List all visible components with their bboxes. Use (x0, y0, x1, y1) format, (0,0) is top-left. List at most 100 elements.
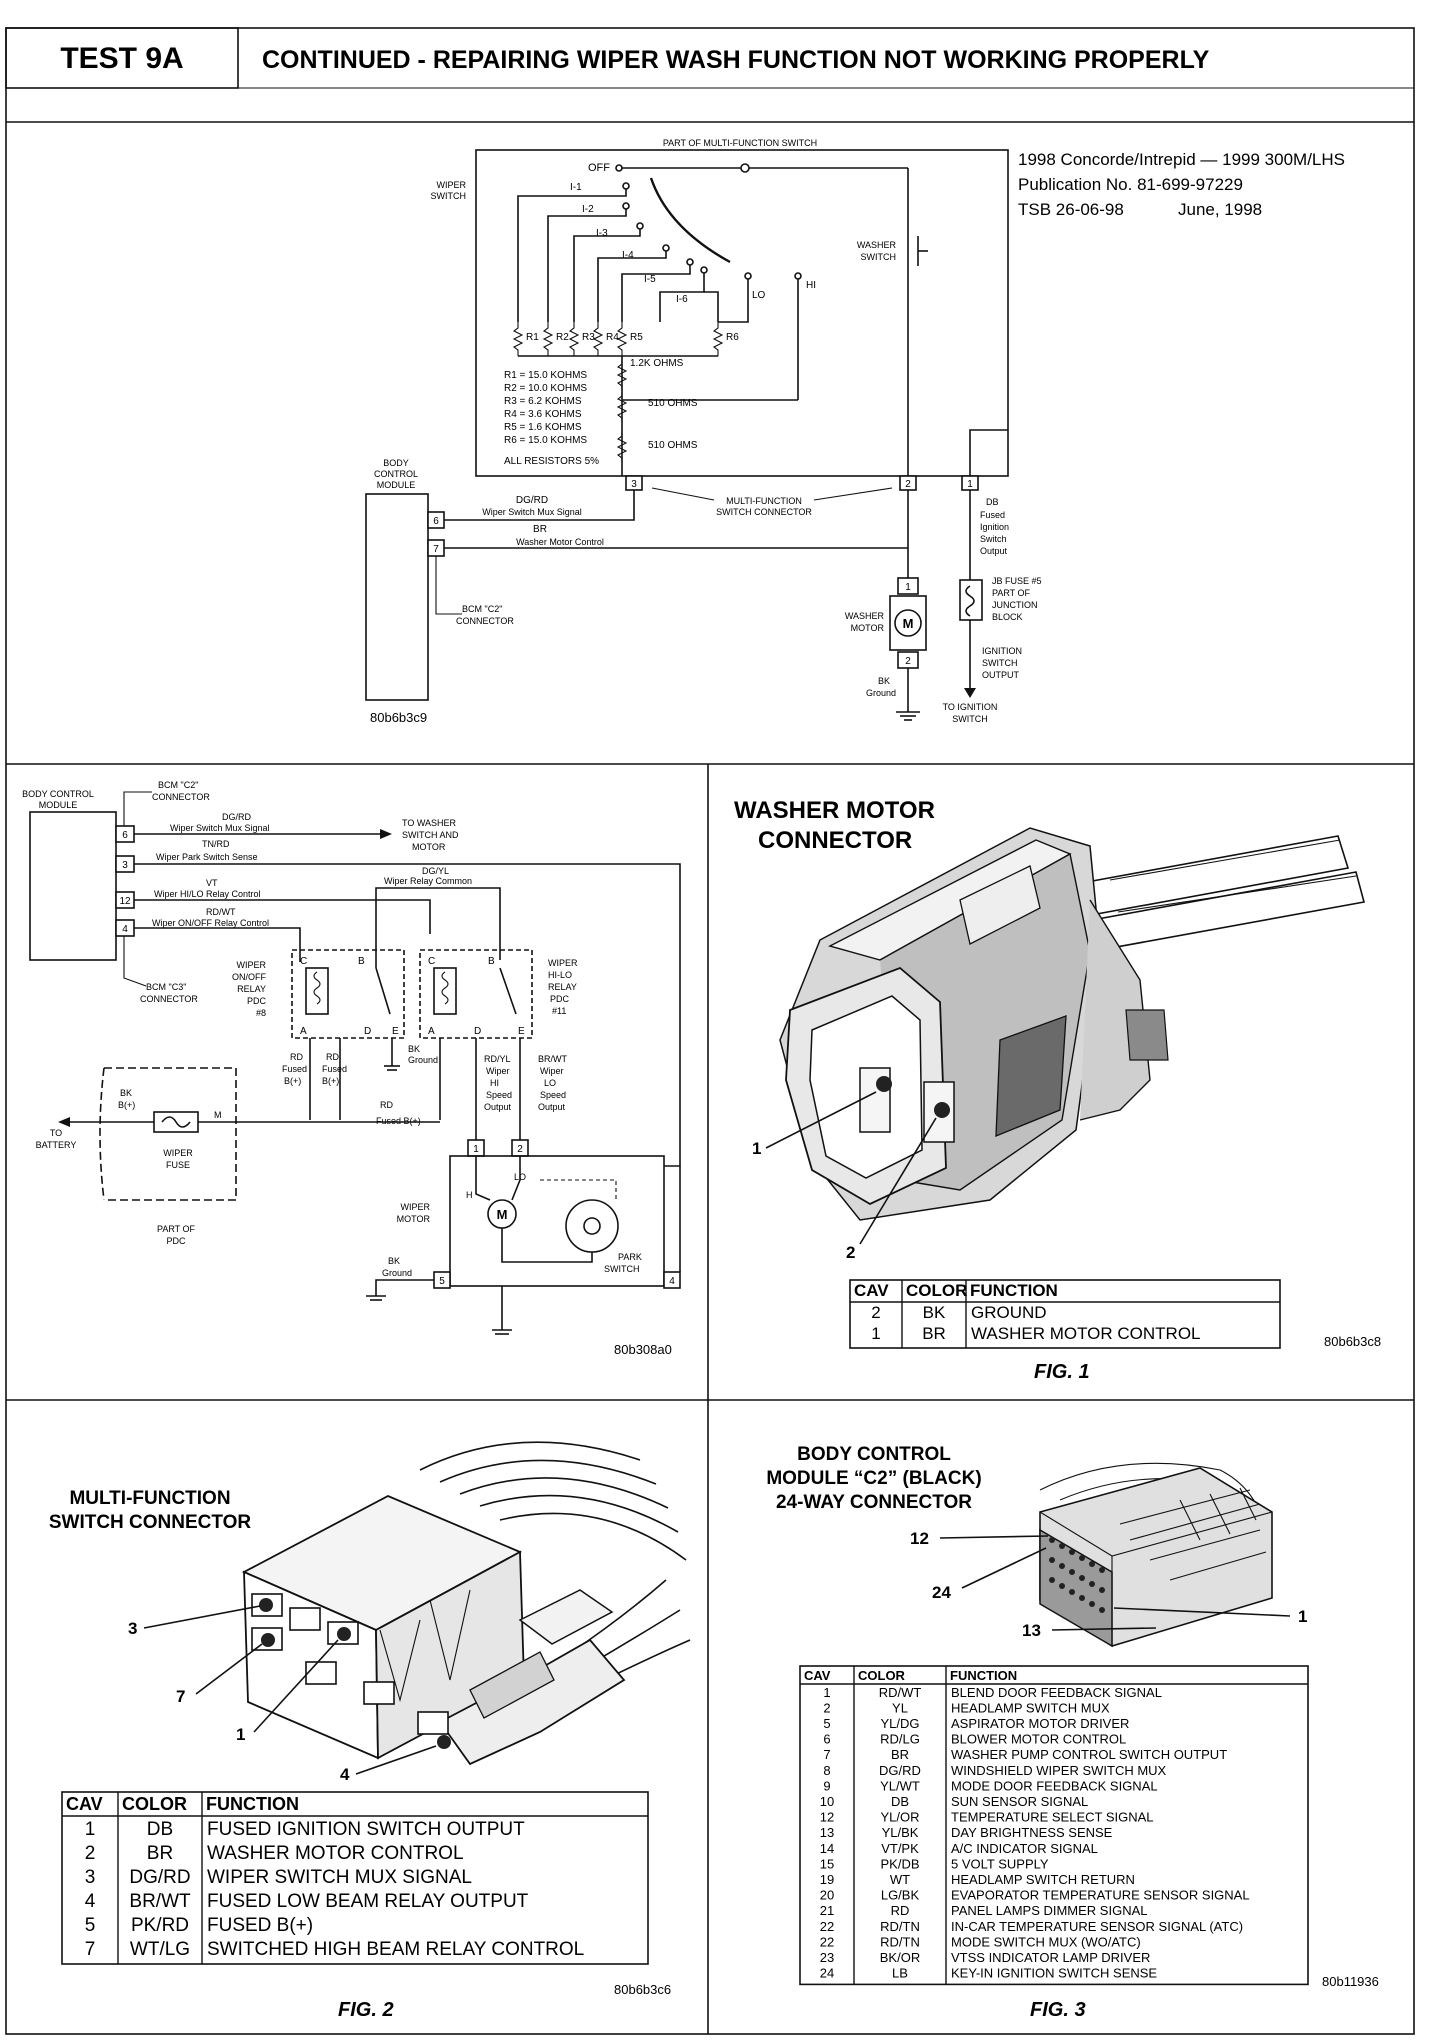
fig2-cell-color: WT/LG (130, 1939, 190, 1960)
resistor-ladder: R1 R2 R3 R4 R5 R6 1.2K OHMS 510 OHMS 510… (512, 306, 799, 476)
fig3-cell-cav: 21 (820, 1903, 834, 1918)
svg-text:RD: RD (290, 1052, 303, 1062)
fig3-cell-cav: 20 (820, 1888, 834, 1903)
svg-text:80b6b3c9: 80b6b3c9 (370, 710, 427, 725)
fig3-cell-color: YL/OR (880, 1810, 919, 1825)
fused-ignition-label: DB Fused Ignition Switch Output (980, 497, 1009, 556)
svg-text:R5 = 1.6 KOHMS: R5 = 1.6 KOHMS (504, 422, 582, 433)
svg-text:BR/WT: BR/WT (538, 1054, 567, 1064)
fig3-cell-color: WT (890, 1872, 910, 1887)
fig3-cell-color: PK/DB (880, 1856, 919, 1871)
svg-text:RELAY: RELAY (237, 984, 266, 994)
svg-text:B(+): B(+) (118, 1100, 135, 1110)
fig3-column-header: FUNCTION (950, 1668, 1017, 1683)
svg-text:BR: BR (533, 524, 547, 535)
wiper-wash-schematic: 1998 Concorde/Intrepid — 1999 300M/LHS P… (365, 138, 1345, 725)
fig3-cell-function: MODE DOOR FEEDBACK SIGNAL (951, 1778, 1158, 1793)
svg-text:CONTROL: CONTROL (374, 469, 418, 479)
fig2-cell-cav: 3 (85, 1867, 96, 1888)
fig3-cell-color: RD/LG (880, 1732, 920, 1747)
svg-text:SWITCH CONNECTOR: SWITCH CONNECTOR (716, 507, 812, 517)
fig3-cell-function: 5 VOLT SUPPLY (951, 1856, 1049, 1871)
svg-text:M: M (903, 616, 914, 631)
svg-text:BK: BK (388, 1256, 400, 1266)
fig3-cell-function: DAY BRIGHTNESS SENSE (951, 1825, 1113, 1840)
svg-text:R4: R4 (606, 332, 619, 343)
svg-text:R3 = 6.2 KOHMS: R3 = 6.2 KOHMS (504, 396, 582, 407)
fig2-column-header: CAV (66, 1794, 103, 1814)
svg-text:TN/RD: TN/RD (202, 839, 230, 849)
svg-text:TO: TO (50, 1128, 62, 1138)
fig3-bcm-c2-connector: BODY CONTROL MODULE “C2” (BLACK) 24-WAY … (766, 1444, 1379, 2021)
fig1-title-line1: WASHER MOTOR (734, 797, 935, 824)
wiper-relay-schematic: BODY CONTROL MODULE BCM "C2" CONNECTOR 6… (22, 780, 681, 1357)
svg-text:510 OHMS: 510 OHMS (648, 440, 698, 451)
svg-text:BCM "C2": BCM "C2" (158, 780, 198, 790)
fig3-title-line2: MODULE “C2” (BLACK) (766, 1468, 981, 1489)
fig3-callout-1: 1 (1298, 1607, 1307, 1626)
svg-text:Fused: Fused (282, 1064, 307, 1074)
svg-text:Output: Output (484, 1102, 512, 1112)
fig1-column-header: CAV (854, 1281, 889, 1300)
svg-text:R1 = 15.0 KOHMS: R1 = 15.0 KOHMS (504, 370, 587, 381)
svg-text:R5: R5 (630, 332, 643, 343)
fig3-cell-function: BLEND DOOR FEEDBACK SIGNAL (951, 1685, 1162, 1700)
svg-text:I-3: I-3 (596, 228, 608, 239)
svg-text:3: 3 (122, 860, 128, 871)
fig3-cell-color: RD (891, 1903, 910, 1918)
svg-text:WASHER: WASHER (845, 611, 885, 621)
fig3-cell-color: RD/WT (879, 1685, 922, 1700)
fig3-cell-color: YL (892, 1700, 908, 1715)
fig3-cell-color: RD/TN (880, 1934, 920, 1949)
fig3-column-header: CAV (804, 1668, 831, 1683)
svg-text:Fused: Fused (322, 1064, 347, 1074)
svg-text:Wiper Park Switch Sense: Wiper Park Switch Sense (156, 852, 258, 862)
fig2-cell-function: FUSED B(+) (207, 1915, 313, 1936)
svg-text:6: 6 (433, 516, 439, 527)
svg-text:Speed: Speed (540, 1090, 566, 1100)
svg-text:Fused B(+): Fused B(+) (376, 1116, 421, 1126)
wiper-on-off-relay: WIPER ON/OFF RELAY PDC #8 C B A D E (232, 949, 405, 1039)
svg-text:MOTOR: MOTOR (851, 623, 885, 633)
header: TEST 9A CONTINUED - REPAIRING WIPER WASH… (5, 27, 1414, 89)
svg-text:Output: Output (538, 1102, 566, 1112)
fig3-column-header: COLOR (858, 1668, 906, 1683)
fig2-cell-color: DB (147, 1819, 173, 1840)
svg-text:5: 5 (439, 1276, 445, 1287)
svg-text:SWITCH: SWITCH (861, 252, 897, 262)
svg-text:MOTOR: MOTOR (397, 1214, 431, 1224)
test-id: TEST 9A (60, 42, 183, 75)
fig3-cell-color: DB (891, 1794, 909, 1809)
svg-text:PDC: PDC (247, 996, 267, 1006)
svg-text:80b11936: 80b11936 (1322, 1974, 1379, 1989)
svg-text:A: A (300, 1026, 307, 1037)
fig3-cell-function: BLOWER MOTOR CONTROL (951, 1732, 1126, 1747)
svg-text:BK: BK (120, 1088, 132, 1098)
fig3-title-line3: 24-WAY CONNECTOR (776, 1492, 972, 1513)
fig3-cell-color: VT/PK (881, 1841, 919, 1856)
svg-text:PARK: PARK (618, 1252, 642, 1262)
svg-text:BATTERY: BATTERY (36, 1140, 77, 1150)
svg-text:BCM "C3": BCM "C3" (146, 982, 186, 992)
fig2-callout-1: 1 (236, 1725, 245, 1744)
svg-text:4: 4 (122, 924, 128, 935)
svg-text:Speed: Speed (486, 1090, 512, 1100)
svg-text:D: D (364, 1026, 371, 1037)
svg-text:WIPER: WIPER (236, 960, 266, 970)
svg-text:1: 1 (905, 582, 911, 593)
svg-text:B(+): B(+) (322, 1076, 339, 1086)
fig3-cell-color: RD/TN (880, 1919, 920, 1934)
svg-text:TO IGNITION: TO IGNITION (943, 702, 998, 712)
page-title: CONTINUED - REPAIRING WIPER WASH FUNCTIO… (262, 46, 1210, 74)
svg-text:MOTOR: MOTOR (412, 842, 446, 852)
svg-text:RD/YL: RD/YL (484, 1054, 511, 1064)
fig3-callout-12: 12 (910, 1529, 929, 1548)
svg-text:A: A (428, 1026, 435, 1037)
fig3-cell-function: EVAPORATOR TEMPERATURE SENSOR SIGNAL (951, 1888, 1250, 1903)
off-label: OFF (588, 162, 610, 174)
svg-text:BODY CONTROL: BODY CONTROL (22, 789, 94, 799)
wiper-switch-label-2: SWITCH (431, 191, 467, 201)
fig3-cell-function: KEY-IN IGNITION SWITCH SENSE (951, 1966, 1157, 1981)
